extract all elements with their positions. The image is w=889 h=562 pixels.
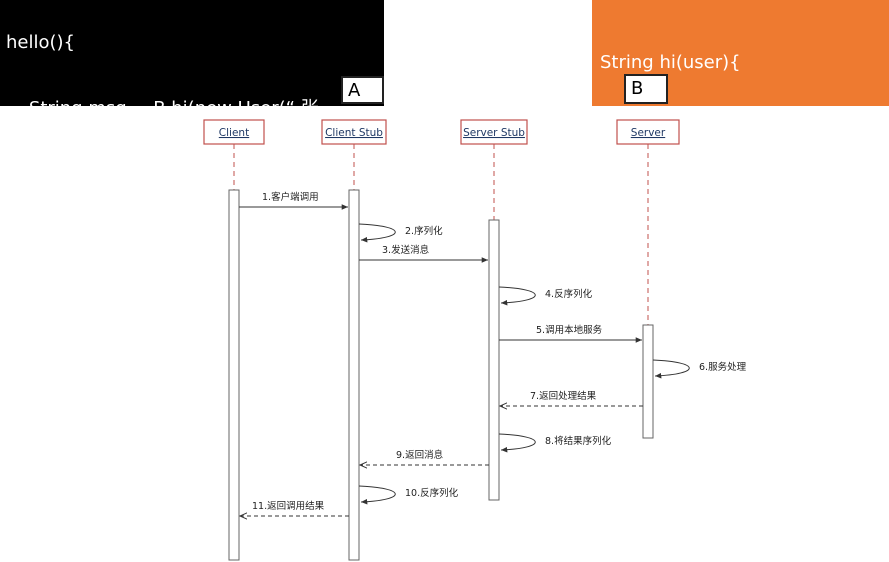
message-3: 3.发送消息 [359, 244, 488, 263]
participant-box [321, 119, 387, 145]
participant-box [616, 119, 680, 145]
self-message-arrow [498, 433, 536, 453]
message-11: 11.返回调用结果 [240, 500, 349, 516]
message-label: 6.服务处理 [699, 361, 747, 373]
message-5: 5.调用本地服务 [499, 324, 642, 343]
label-a: A [341, 76, 384, 104]
message-label: 8.将结果序列化 [545, 435, 612, 447]
activation-bar [642, 324, 654, 439]
code-line: System.out.println(msg); [6, 230, 255, 251]
code-line: hello(){ [6, 32, 75, 53]
participant-client: Client [203, 119, 265, 145]
participant-server-stub: Server Stub [460, 119, 528, 145]
message-2: 2.序列化 [358, 223, 443, 243]
participant-client-stub: Client Stub [321, 119, 387, 145]
code-line: } [6, 296, 18, 317]
message-7: 7.返回处理结果 [500, 390, 643, 406]
self-message-arrow [358, 485, 396, 505]
message-1: 1.客户端调用 [239, 191, 348, 210]
message-label: 5.调用本地服务 [536, 324, 603, 336]
message-label: 7.返回处理结果 [530, 390, 597, 402]
message-label: 3.发送消息 [382, 244, 429, 256]
participant-server: Server [616, 119, 680, 145]
code-line: 好 :”+user.getName(); [600, 184, 801, 205]
message-label: 9.返回消息 [396, 449, 443, 461]
message-9: 9.返回消息 [360, 449, 489, 465]
self-message-arrow [358, 223, 396, 243]
participant-label: Server [631, 127, 666, 139]
label-b: B [624, 74, 668, 104]
self-message-arrow [652, 359, 690, 379]
message-label: 1.客户端调用 [262, 191, 319, 203]
participant-label: Client [219, 127, 249, 139]
code-snippet-a: hello(){ String msg = B.hi(new User(“ 张 … [0, 0, 384, 317]
activation-bar [228, 189, 240, 561]
message-label: 11.返回调用结果 [252, 500, 325, 512]
message-10: 10.反序列化 [358, 485, 459, 505]
participant-box [203, 119, 265, 145]
participant-label: Client Stub [325, 127, 383, 139]
code-line: String msg = B.hi(new User(“ 张 [6, 98, 319, 119]
activation-bar [348, 189, 360, 561]
message-6: 6.服务处理 [652, 359, 747, 379]
message-label: 2.序列化 [405, 225, 443, 237]
self-message-arrow [498, 286, 536, 306]
activation-bar [488, 219, 500, 501]
code-line: String hi(user){ [600, 52, 741, 73]
message-label: 10.反序列化 [405, 487, 459, 499]
participant-box [460, 119, 528, 145]
code-line: } [600, 250, 612, 271]
participant-label: Server Stub [463, 127, 525, 139]
message-8: 8.将结果序列化 [498, 433, 612, 453]
code-line: 三” )); [6, 164, 60, 185]
message-4: 4.反序列化 [498, 286, 593, 306]
message-label: 4.反序列化 [545, 288, 593, 300]
